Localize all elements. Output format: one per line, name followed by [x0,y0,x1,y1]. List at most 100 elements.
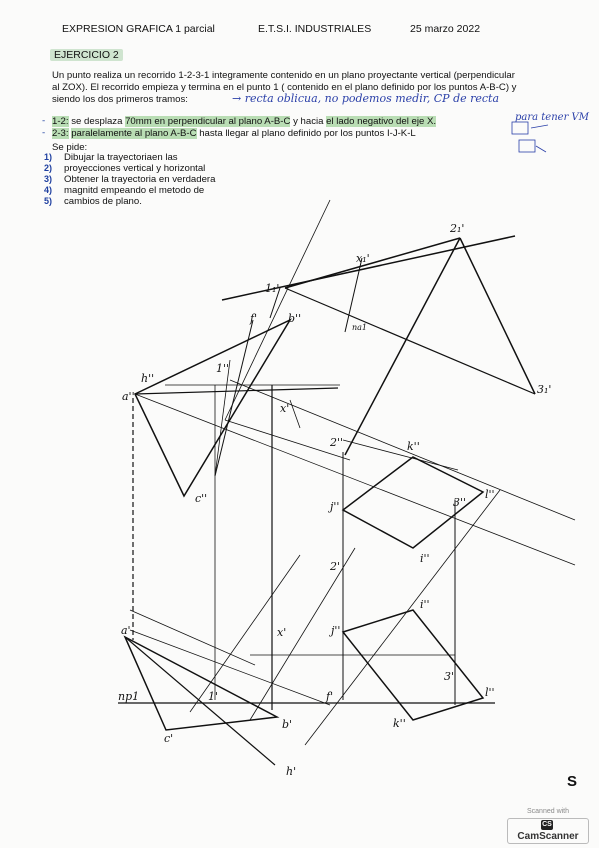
exercise-title: EJERCICIO 2 [50,49,123,61]
label-x-vertical: x' [280,402,289,415]
label-c-horizontal: c' [164,732,173,745]
label-l-vertical: l'' [485,488,495,501]
label-a-horizontal: a' [121,624,131,637]
segment-text: el lado negativo del eje X. [326,116,437,127]
label-k-horizontal: k'' [393,717,406,730]
auxiliary-line [289,399,301,429]
segment-label: 2-3: [52,128,69,139]
statement-line: al ZOX). El recorrido empieza y termina … [52,81,517,93]
requirement-item: 2) proyecciones vertical y horizontal [44,163,205,174]
projection-line [129,629,331,706]
header-school: E.T.S.I. INDUSTRIALES [258,23,372,35]
scanner-watermark: Scanned with CSCamScanner [507,808,589,844]
auxiliary-line [344,237,461,456]
segment-text: paralelamente al plano A-B-C [71,128,197,139]
segment-highlight: 70mm en perpendicular al plano A-B-C [125,116,291,127]
sketch-line [530,124,549,129]
statement-line: Un punto realiza un recorrido 1-2-3-1 in… [52,70,515,81]
segment-text: y hacia [293,116,324,127]
segment-2-3: - 2-3: paralelamente al plano A-B-C hast… [42,128,416,139]
scanner-brand: CSCamScanner [507,818,589,844]
label-f-horizontal: f' [325,690,333,703]
label-b-horizontal: b' [282,718,292,731]
asks-label: Se pide: [52,142,88,153]
requirement-text: Obtener la trayectoria en verdadera [64,174,216,185]
plane-ijkl-vertical [341,456,485,549]
projection-line [129,609,256,666]
projection-line [134,393,576,566]
auxiliary-line [284,287,536,395]
label-a-vertical: a'' [122,390,135,403]
label-h-horizontal: h' [286,765,296,778]
triangle-abc-vertical [133,318,292,498]
label-c-vertical: c'' [195,492,207,505]
construction-lines [118,121,576,766]
problem-statement: Un punto realiza un recorrido 1-2-3-1 in… [52,70,582,105]
scanner-brand-label: CamScanner [517,831,579,842]
label-f-vertical: f' [249,312,257,325]
requirement-text: Dibujar la trayectoriaen las [64,152,178,163]
sketch-box [518,139,536,153]
label-np1: np1 [118,690,139,703]
sketch-box [511,121,529,135]
label-h-vertical: h'' [141,372,154,385]
label-j-horizontal: j'' [328,624,340,637]
label-x-aux: x₁' [356,252,370,265]
segment-label: 1-2: [52,116,69,127]
segment-text: hasta llegar al plano definido por los p… [199,128,416,139]
requirement-number: 4) [44,185,53,195]
projection-line [342,439,459,471]
label-2-aux: 2₁' [449,222,464,235]
label-1-aux: 1₁' [265,282,279,295]
auxiliary-line [284,237,461,289]
requirement-item: 3)Obtener la trayectoria en verdadera [44,174,215,185]
requirement-item: 5)cambios de plano. [44,196,142,207]
label-1-horizontal: 1' [208,690,218,703]
projection-line [224,419,351,461]
handwritten-note: → recta oblicua, no podemos medir, CP de… [232,92,500,105]
label-1-vertical: 1'' [216,362,229,375]
label-j-vertical: j'' [327,500,339,513]
header-course: EXPRESION GRAFICA 1 parcial [62,23,215,35]
label-i-horizontal: i'' [420,598,430,611]
requirement-number: 1) [44,152,53,162]
camscanner-logo-icon: CS [541,820,553,831]
label-k-vertical: k'' [407,440,420,453]
auxiliary-line [344,257,363,333]
header-date: 25 marzo 2022 [410,23,481,35]
statement-line: siendo los dos primeros tramos: [52,93,188,105]
auxiliary-line [224,199,331,421]
triangle-abc-horizontal [123,635,280,731]
drawing-labels: 1₁' x₁' 2₁' 3₁' 1'' b'' f' a'' h'' c'' x… [118,222,551,778]
auxiliary-line [221,235,516,301]
page-mark: S [567,773,578,790]
requirement-number: 2) [44,163,53,173]
segment-text: se desplaza [71,116,123,127]
handwritten-note: para tener VM [515,112,589,123]
construction-line [189,554,301,713]
label-b-vertical: b'' [288,312,301,325]
requirement-text: proyecciones vertical y horizontal [64,163,206,174]
projection-line [124,636,276,766]
label-3-aux: 3₁' [537,383,551,396]
label-2-vertical: 2'' [329,436,343,449]
projection-line [229,379,576,521]
label-x-horizontal: x' [277,626,286,639]
segment-1-2: - 1-2: se desplaza 70mm en perpendicular… [42,116,437,127]
sketch-line [535,145,547,153]
label-3-horizontal: 3' [444,670,454,683]
auxiliary-line [269,287,281,319]
label-2-horizontal: 2' [329,560,340,573]
auxiliary-line [459,237,536,395]
segment-bullet: - [42,116,46,126]
requirement-text: magnitd empeando el metodo de [64,185,205,196]
exam-header: EXPRESION GRAFICA 1 parcial E.T.S.I. IND… [62,23,522,39]
projection-line [214,319,254,477]
requirement-item: 4) magnitd empeando el metodo de [44,185,204,196]
requirement-item: 1) Dibujar la trayectoriaen las [44,152,178,163]
scanner-caption: Scanned with [526,808,570,815]
label-3-vertical: 3'' [453,496,466,509]
requirement-text: cambios de plano. [64,196,142,207]
